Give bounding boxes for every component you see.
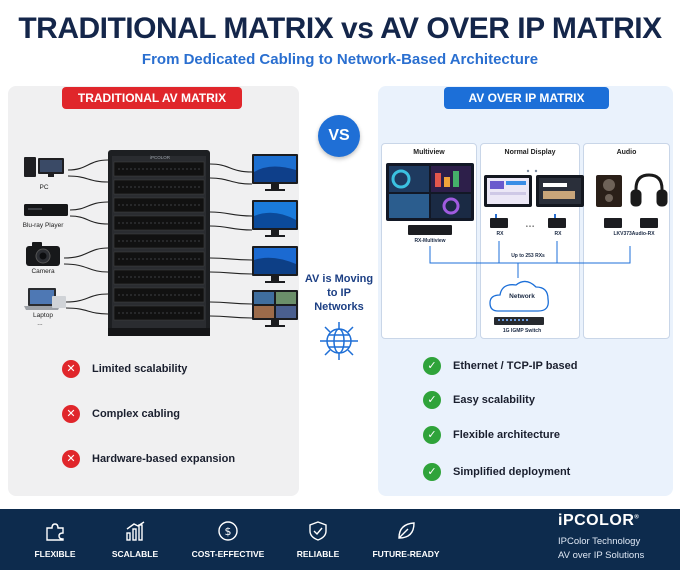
leaf-icon	[398, 522, 415, 539]
feature-limited-scalability: ✕ Limited scalability	[62, 360, 187, 378]
footer-bar	[0, 509, 680, 570]
network-links	[429, 241, 631, 278]
cross-icon: ✕	[62, 450, 80, 468]
rx-label-2: RX	[554, 231, 562, 237]
bar-growth-icon	[126, 521, 145, 541]
check-icon: ✓	[423, 463, 441, 481]
rx-multiview-box	[408, 225, 452, 235]
globe-network-icon	[320, 322, 358, 360]
vs-badge: VS	[318, 115, 360, 157]
device-label-pc: PC	[39, 184, 49, 191]
check-icon: ✓	[423, 391, 441, 409]
rx-label-1: RX	[496, 231, 504, 237]
audio-rx-box	[640, 218, 658, 228]
device-label-bluray: Blu-ray Player	[22, 222, 64, 229]
network-cloud-icon	[489, 280, 549, 312]
feature-ethernet: ✓ Ethernet / TCP-IP based	[423, 357, 578, 375]
rx-box	[490, 218, 508, 228]
brand-tagline-2: AV over IP Solutions	[558, 550, 645, 561]
check-icon: ✓	[423, 426, 441, 444]
normal-display-monitors	[484, 169, 584, 207]
feature-easy-scalability: ✓ Easy scalability	[423, 391, 535, 409]
up-to-rx-label: Up to 253 RXs	[511, 253, 545, 259]
device-label-laptop: Laptop	[33, 312, 53, 319]
network-label: Network	[509, 293, 535, 300]
device-label-camera: Camera	[31, 268, 55, 275]
audio-rx-label: LKV373Audio-RX	[613, 231, 655, 237]
brand-tagline-1: IPColor Technology	[558, 536, 641, 547]
matrix-rack	[108, 150, 210, 336]
av-over-ip-diagram	[386, 163, 668, 325]
feature-flexible-architecture: ✓ Flexible architecture	[423, 426, 560, 444]
monitor-icon	[252, 200, 298, 237]
rack-brand: iPCOLOR	[149, 155, 170, 160]
cross-icon: ✕	[62, 360, 80, 378]
svg-text:$: $	[225, 525, 232, 538]
network-switch-icon	[494, 317, 544, 325]
headphones-icon	[630, 173, 668, 207]
page-subtitle: From Dedicated Cabling to Network-Based …	[141, 51, 539, 68]
av-over-ip-pill: AV OVER IP MATRIX	[444, 87, 609, 109]
monitor-icon	[252, 246, 298, 283]
page-title: TRADITIONAL MATRIX vs AV OVER IP MATRIX	[18, 12, 662, 45]
input-cables	[63, 159, 109, 315]
switch-label: 1G IGMP Switch	[502, 328, 542, 334]
brand-logo: iPCOLOR®	[558, 512, 640, 529]
rx-box	[548, 218, 566, 228]
cross-icon: ✕	[62, 405, 80, 423]
multiview-monitor-icon	[252, 290, 298, 327]
device-label-more: ...	[37, 320, 43, 327]
pc-icon	[24, 157, 64, 177]
moving-caption: AV is Moving to IP Networks	[304, 273, 374, 313]
shield-icon	[309, 521, 327, 541]
multiview-display-icon	[386, 163, 474, 221]
monitor-icon	[252, 154, 298, 191]
audio-rx-box	[604, 218, 622, 228]
bluray-player-icon	[24, 204, 68, 216]
feature-complex-cabling: ✕ Complex cabling	[62, 405, 180, 423]
puzzle-icon	[46, 523, 64, 541]
dots-label: • • •	[525, 224, 535, 230]
dollar-icon: $	[218, 521, 238, 541]
laptop-icon	[24, 288, 66, 310]
traditional-pill: TRADITIONAL AV MATRIX	[62, 87, 242, 109]
camera-icon	[26, 242, 60, 266]
feature-simplified-deployment: ✓ Simplified deployment	[423, 463, 570, 481]
output-cables	[209, 163, 253, 319]
traditional-diagram	[24, 150, 298, 336]
check-icon: ✓	[423, 357, 441, 375]
feature-hardware-expansion: ✕ Hardware-based expansion	[62, 450, 235, 468]
rx-multiview-label: RX-Multiview	[414, 238, 446, 244]
speaker-icon	[596, 175, 622, 207]
